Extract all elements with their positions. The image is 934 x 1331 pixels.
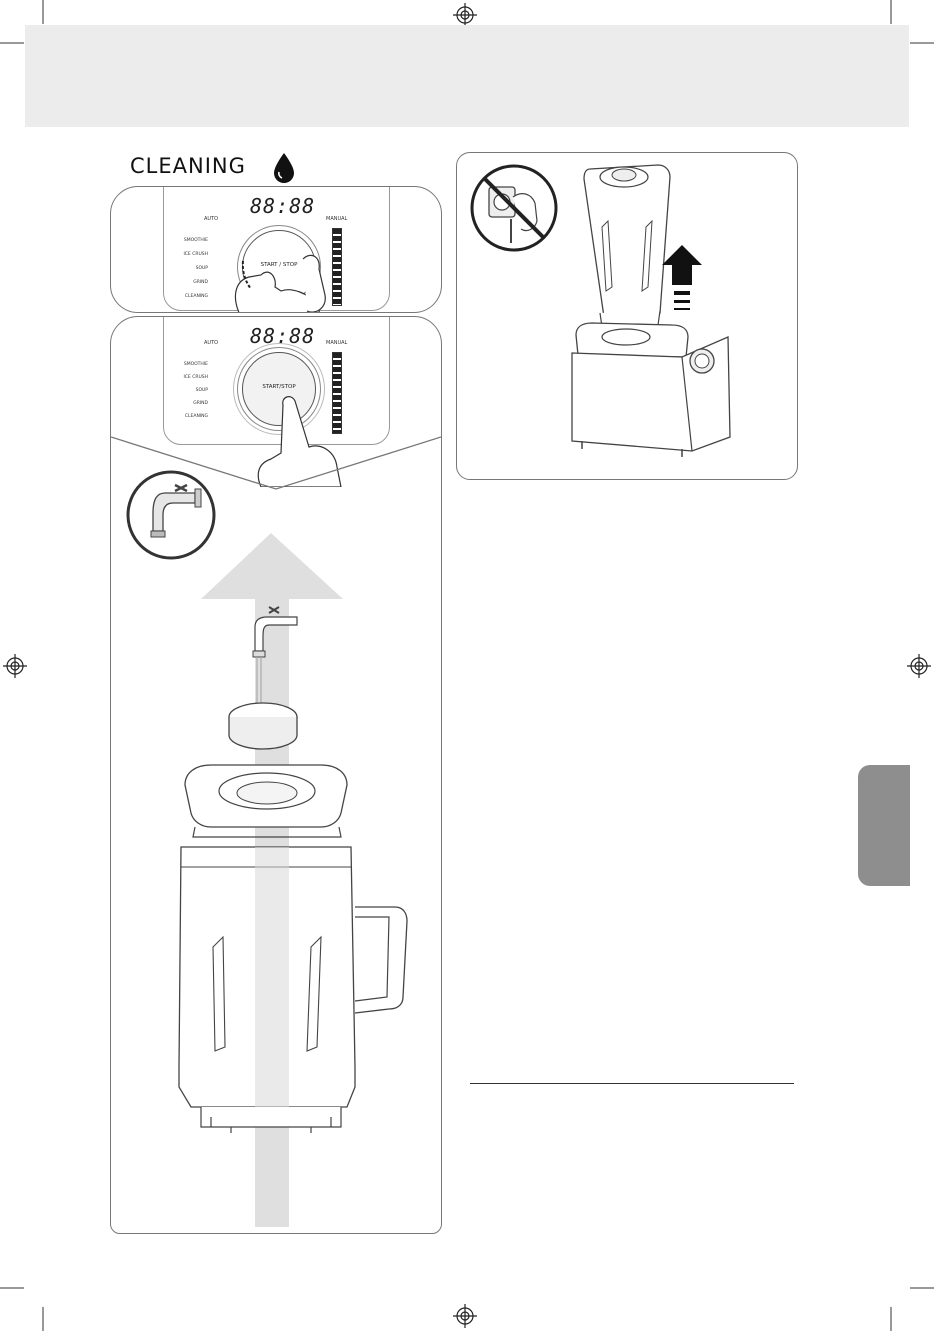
- manual-label: MANUAL: [326, 216, 347, 222]
- blender-motor-base: [572, 323, 730, 457]
- blender-jar-lifted: [584, 165, 670, 327]
- lid-cap-part: [229, 703, 297, 749]
- program-ice-crush: ICE CRUSH: [178, 371, 208, 384]
- program-soup: SOUP: [178, 262, 208, 276]
- auto-label: AUTO: [204, 216, 218, 222]
- lift-up-arrow: [662, 245, 702, 310]
- program-smoothie: SMOOTHIE: [178, 234, 208, 248]
- program-cleaning: CLEANING: [178, 410, 208, 423]
- manual-label-press: MANUAL: [326, 340, 347, 346]
- registration-mark-right: [907, 654, 931, 678]
- water-drop-icon: [272, 152, 296, 184]
- program-soup: SOUP: [178, 384, 208, 397]
- registration-mark-bottom: [453, 1304, 477, 1328]
- registration-mark-top: [453, 3, 477, 27]
- no-unplug-warning-icon: [469, 163, 559, 253]
- header-band: [25, 25, 909, 127]
- auto-label-press: AUTO: [204, 340, 218, 346]
- program-cleaning: CLEANING: [178, 290, 208, 304]
- blender-base-lift-illustration: [562, 157, 742, 475]
- step-panel-turn-dial: 88:88 AUTO MANUAL SMOOTHIE ICE CRUSH SOU…: [110, 186, 442, 313]
- program-grind: GRIND: [178, 397, 208, 410]
- step-panel-remove-jar: [456, 152, 798, 480]
- jar-lid-part: [185, 765, 347, 837]
- rinse-illustration: [171, 527, 431, 1227]
- hand-turning-dial-icon: [221, 247, 361, 313]
- program-grind: GRIND: [178, 276, 208, 290]
- digital-display-press: 88:88: [250, 324, 315, 348]
- footer-rule: [470, 1083, 794, 1084]
- blender-jar-part: [179, 847, 407, 1133]
- program-list-press: SMOOTHIE ICE CRUSH SOUP GRIND CLEANING: [178, 358, 208, 423]
- step-panel-rinse: 88:88 AUTO MANUAL SMOOTHIE ICE CRUSH SOU…: [110, 316, 442, 1234]
- chapter-side-tab: [858, 765, 910, 886]
- section-title: CLEANING: [130, 154, 246, 178]
- digital-display: 88:88: [250, 194, 315, 218]
- registration-mark-left: [3, 654, 27, 678]
- program-ice-crush: ICE CRUSH: [178, 248, 208, 262]
- program-list: SMOOTHIE ICE CRUSH SOUP GRIND CLEANING: [178, 234, 208, 304]
- program-smoothie: SMOOTHIE: [178, 358, 208, 371]
